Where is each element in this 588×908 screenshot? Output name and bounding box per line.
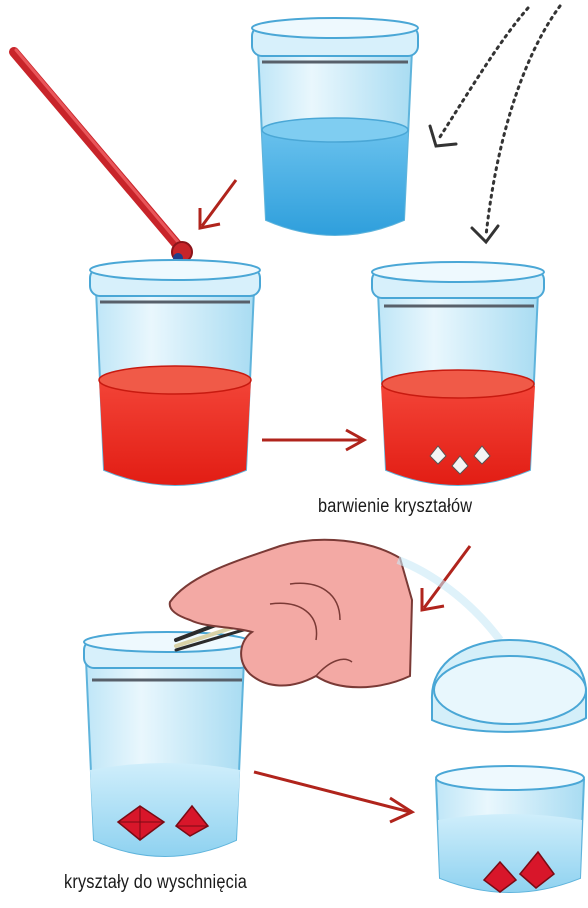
arrow-removal-to-drying [254, 772, 412, 822]
caption-drying: kryształy do wyschnięcia [64, 872, 247, 894]
dotted-arrow-to-blue-jar [430, 8, 528, 146]
arrow-blue-to-red [200, 180, 236, 228]
caption-dyeing: barwienie kryształów [318, 496, 472, 518]
blue-water-jar [252, 18, 418, 235]
dyeing-crystals-jar [372, 262, 544, 485]
arrow-red-to-dyeing [262, 430, 364, 450]
crystal-removal-jar [84, 632, 250, 856]
red-dye-jar [90, 260, 260, 485]
dotted-arrow-to-dye-jar [472, 6, 560, 242]
dye-stick [14, 50, 192, 263]
drying-container [432, 640, 586, 892]
